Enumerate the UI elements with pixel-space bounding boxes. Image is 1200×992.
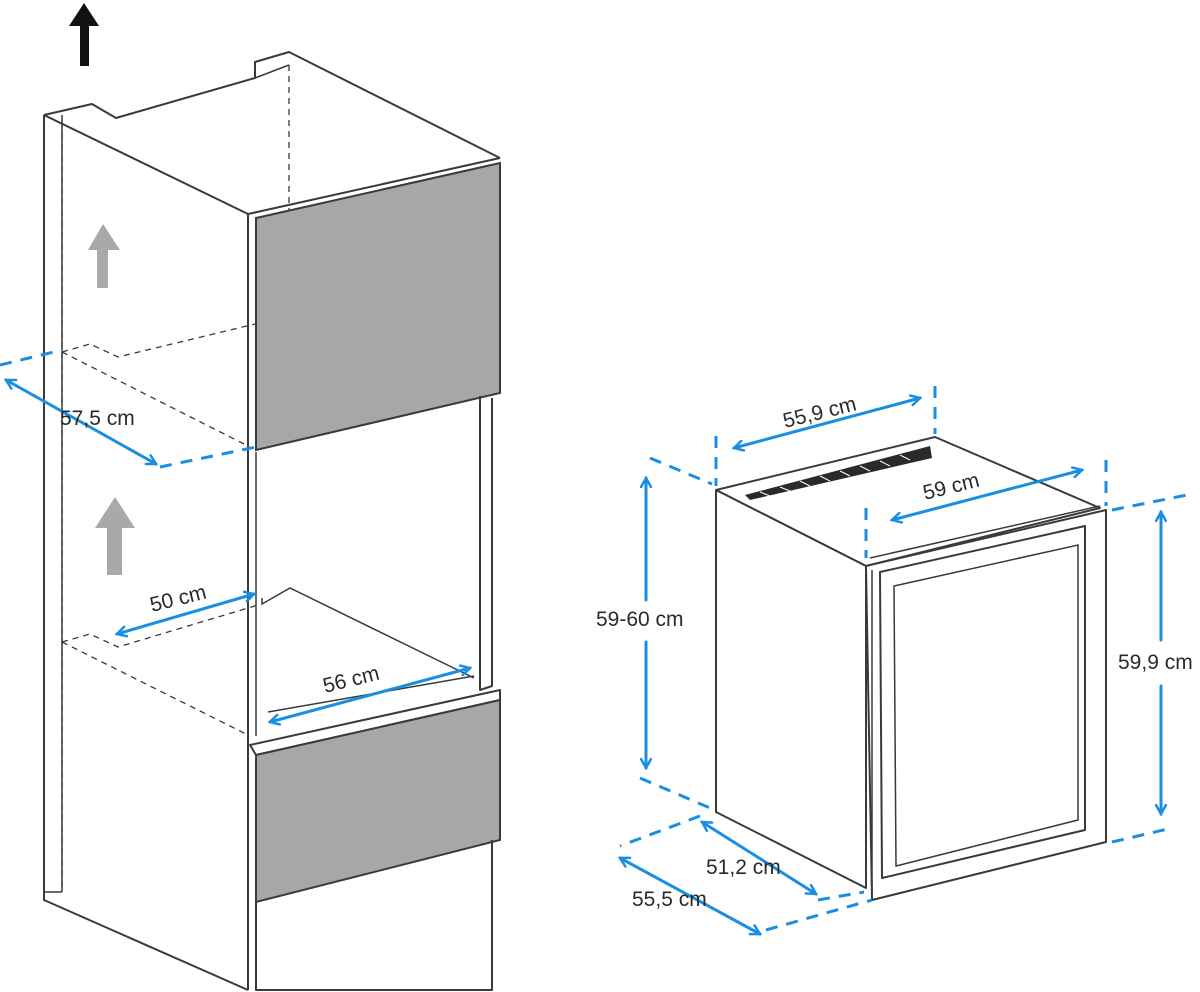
height-label: 59,9 cm <box>1118 651 1193 674</box>
upper-front-panel <box>255 161 501 452</box>
vent-grille <box>745 446 932 500</box>
front-width-dimension-line <box>892 470 1082 520</box>
niche-width-label: 56 cm <box>321 662 382 698</box>
body-depth-label: 51,2 cm <box>706 856 781 879</box>
cabinet-left-side <box>43 115 249 991</box>
appliance <box>715 436 1107 901</box>
exhaust-up-arrow-icon <box>69 3 99 66</box>
door-glass <box>893 544 1079 867</box>
niche-width-dimension-line <box>270 668 470 722</box>
niche-depth-dimension-line <box>117 594 254 634</box>
depth-dimension-line <box>6 378 156 466</box>
total-depth-label: 55,5 cm <box>632 888 707 911</box>
top-width-label: 55,9 cm <box>781 392 859 432</box>
airflow-up-arrow-icon <box>88 224 120 288</box>
tall-cabinet <box>43 3 501 991</box>
appliance-door <box>865 509 1107 901</box>
top-width-dimension-line <box>734 398 920 448</box>
total-depth-dimension-line <box>620 856 760 936</box>
lower-drawer-panel <box>255 698 501 904</box>
niche-height-label: 59-60 cm <box>596 608 684 631</box>
airflow-up-arrow-icon <box>95 497 135 575</box>
depth-label: 57,5 cm <box>60 407 135 430</box>
appliance-dimensions: 55,9 cm 59 cm 59-60 cm 59,9 cm 51,2 cm 5… <box>596 386 1193 936</box>
